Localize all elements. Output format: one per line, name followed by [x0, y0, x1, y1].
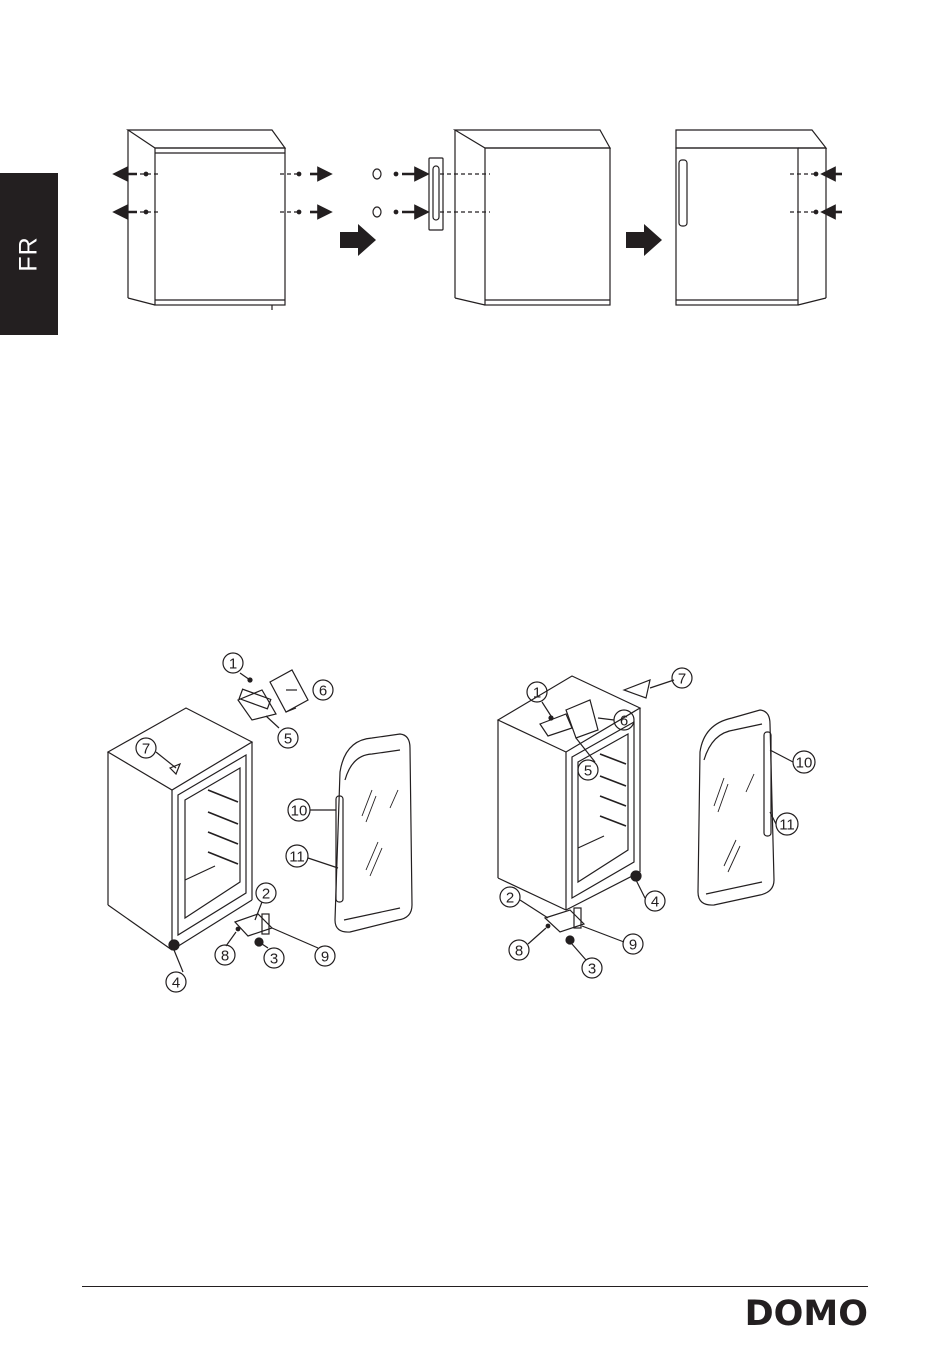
svg-text:1: 1	[533, 685, 541, 702]
svg-text:9: 9	[321, 949, 329, 966]
exploded-view-after	[498, 676, 774, 944]
svg-text:9: 9	[629, 937, 637, 954]
svg-text:7: 7	[678, 671, 686, 688]
svg-text:4: 4	[651, 894, 659, 911]
svg-text:7: 7	[142, 741, 150, 758]
footer-divider	[82, 1286, 868, 1287]
svg-text:11: 11	[289, 849, 305, 866]
svg-text:1: 1	[229, 656, 237, 673]
svg-text:2: 2	[262, 886, 270, 903]
svg-text:8: 8	[221, 948, 229, 965]
svg-text:6: 6	[620, 713, 628, 730]
domo-logo: DOMO	[745, 1294, 868, 1334]
svg-text:4: 4	[172, 975, 180, 992]
svg-text:5: 5	[584, 763, 592, 780]
part-callouts: 1 6 5 7 10 11 2 8 3 9 4 1	[136, 653, 815, 992]
svg-text:6: 6	[319, 683, 327, 700]
svg-text:3: 3	[588, 961, 596, 978]
door-reversal-exploded-views: 1 6 5 7 10 11 2 8 3 9 4 1	[0, 0, 950, 1010]
svg-text:10: 10	[291, 803, 308, 820]
svg-text:8: 8	[515, 943, 523, 960]
svg-text:10: 10	[796, 755, 813, 772]
svg-text:5: 5	[284, 731, 292, 748]
svg-text:3: 3	[270, 951, 278, 968]
svg-text:11: 11	[779, 817, 795, 834]
svg-text:2: 2	[506, 890, 514, 907]
